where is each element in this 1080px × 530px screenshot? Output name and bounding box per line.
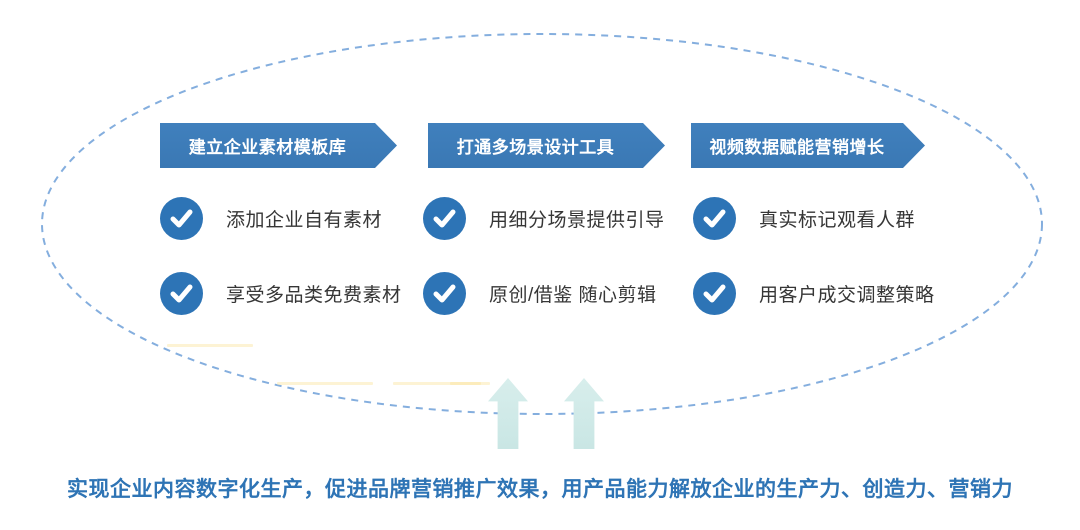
item-label: 享受多品类免费素材 — [226, 284, 402, 306]
banner-label: 打通多场景设计工具 — [456, 138, 615, 157]
list-item: 添加企业自有素材 — [160, 196, 382, 240]
item-label: 用客户成交调整策略 — [759, 284, 935, 306]
banner-column-3: 视频数据赋能营销增长 — [691, 123, 925, 168]
check-icon — [693, 196, 736, 240]
watermark-remnant — [277, 382, 373, 385]
up-arrow-icon — [488, 378, 528, 449]
up-arrow-icon — [564, 378, 604, 449]
item-label: 用细分场景提供引导 — [489, 209, 665, 231]
list-item: 用细分场景提供引导 — [423, 196, 665, 240]
banner-label: 建立企业素材模板库 — [188, 138, 347, 157]
list-item: 真实标记观看人群 — [693, 196, 915, 240]
check-icon — [423, 196, 466, 240]
watermark-remnant — [167, 344, 253, 347]
item-label: 原创/借鉴 随心剪辑 — [489, 284, 657, 306]
banner-label: 视频数据赋能营销增长 — [709, 138, 885, 157]
check-icon — [423, 271, 466, 315]
check-icon — [693, 271, 736, 315]
list-item: 原创/借鉴 随心剪辑 — [423, 271, 657, 315]
watermark-remnant — [450, 382, 490, 385]
check-icon — [160, 271, 203, 315]
watermark-remnant — [393, 382, 481, 385]
check-icon — [160, 196, 203, 240]
item-label: 真实标记观看人群 — [759, 209, 916, 231]
item-label: 添加企业自有素材 — [226, 209, 383, 231]
footer-summary: 实现企业内容数字化生产，促进品牌营销推广效果，用产品能力解放企业的生产力、创造力… — [67, 478, 1013, 501]
list-item: 享受多品类免费素材 — [160, 271, 402, 315]
banner-column-1: 建立企业素材模板库 — [160, 123, 397, 168]
banner-column-2: 打通多场景设计工具 — [428, 123, 665, 168]
list-item: 用客户成交调整策略 — [693, 271, 935, 315]
